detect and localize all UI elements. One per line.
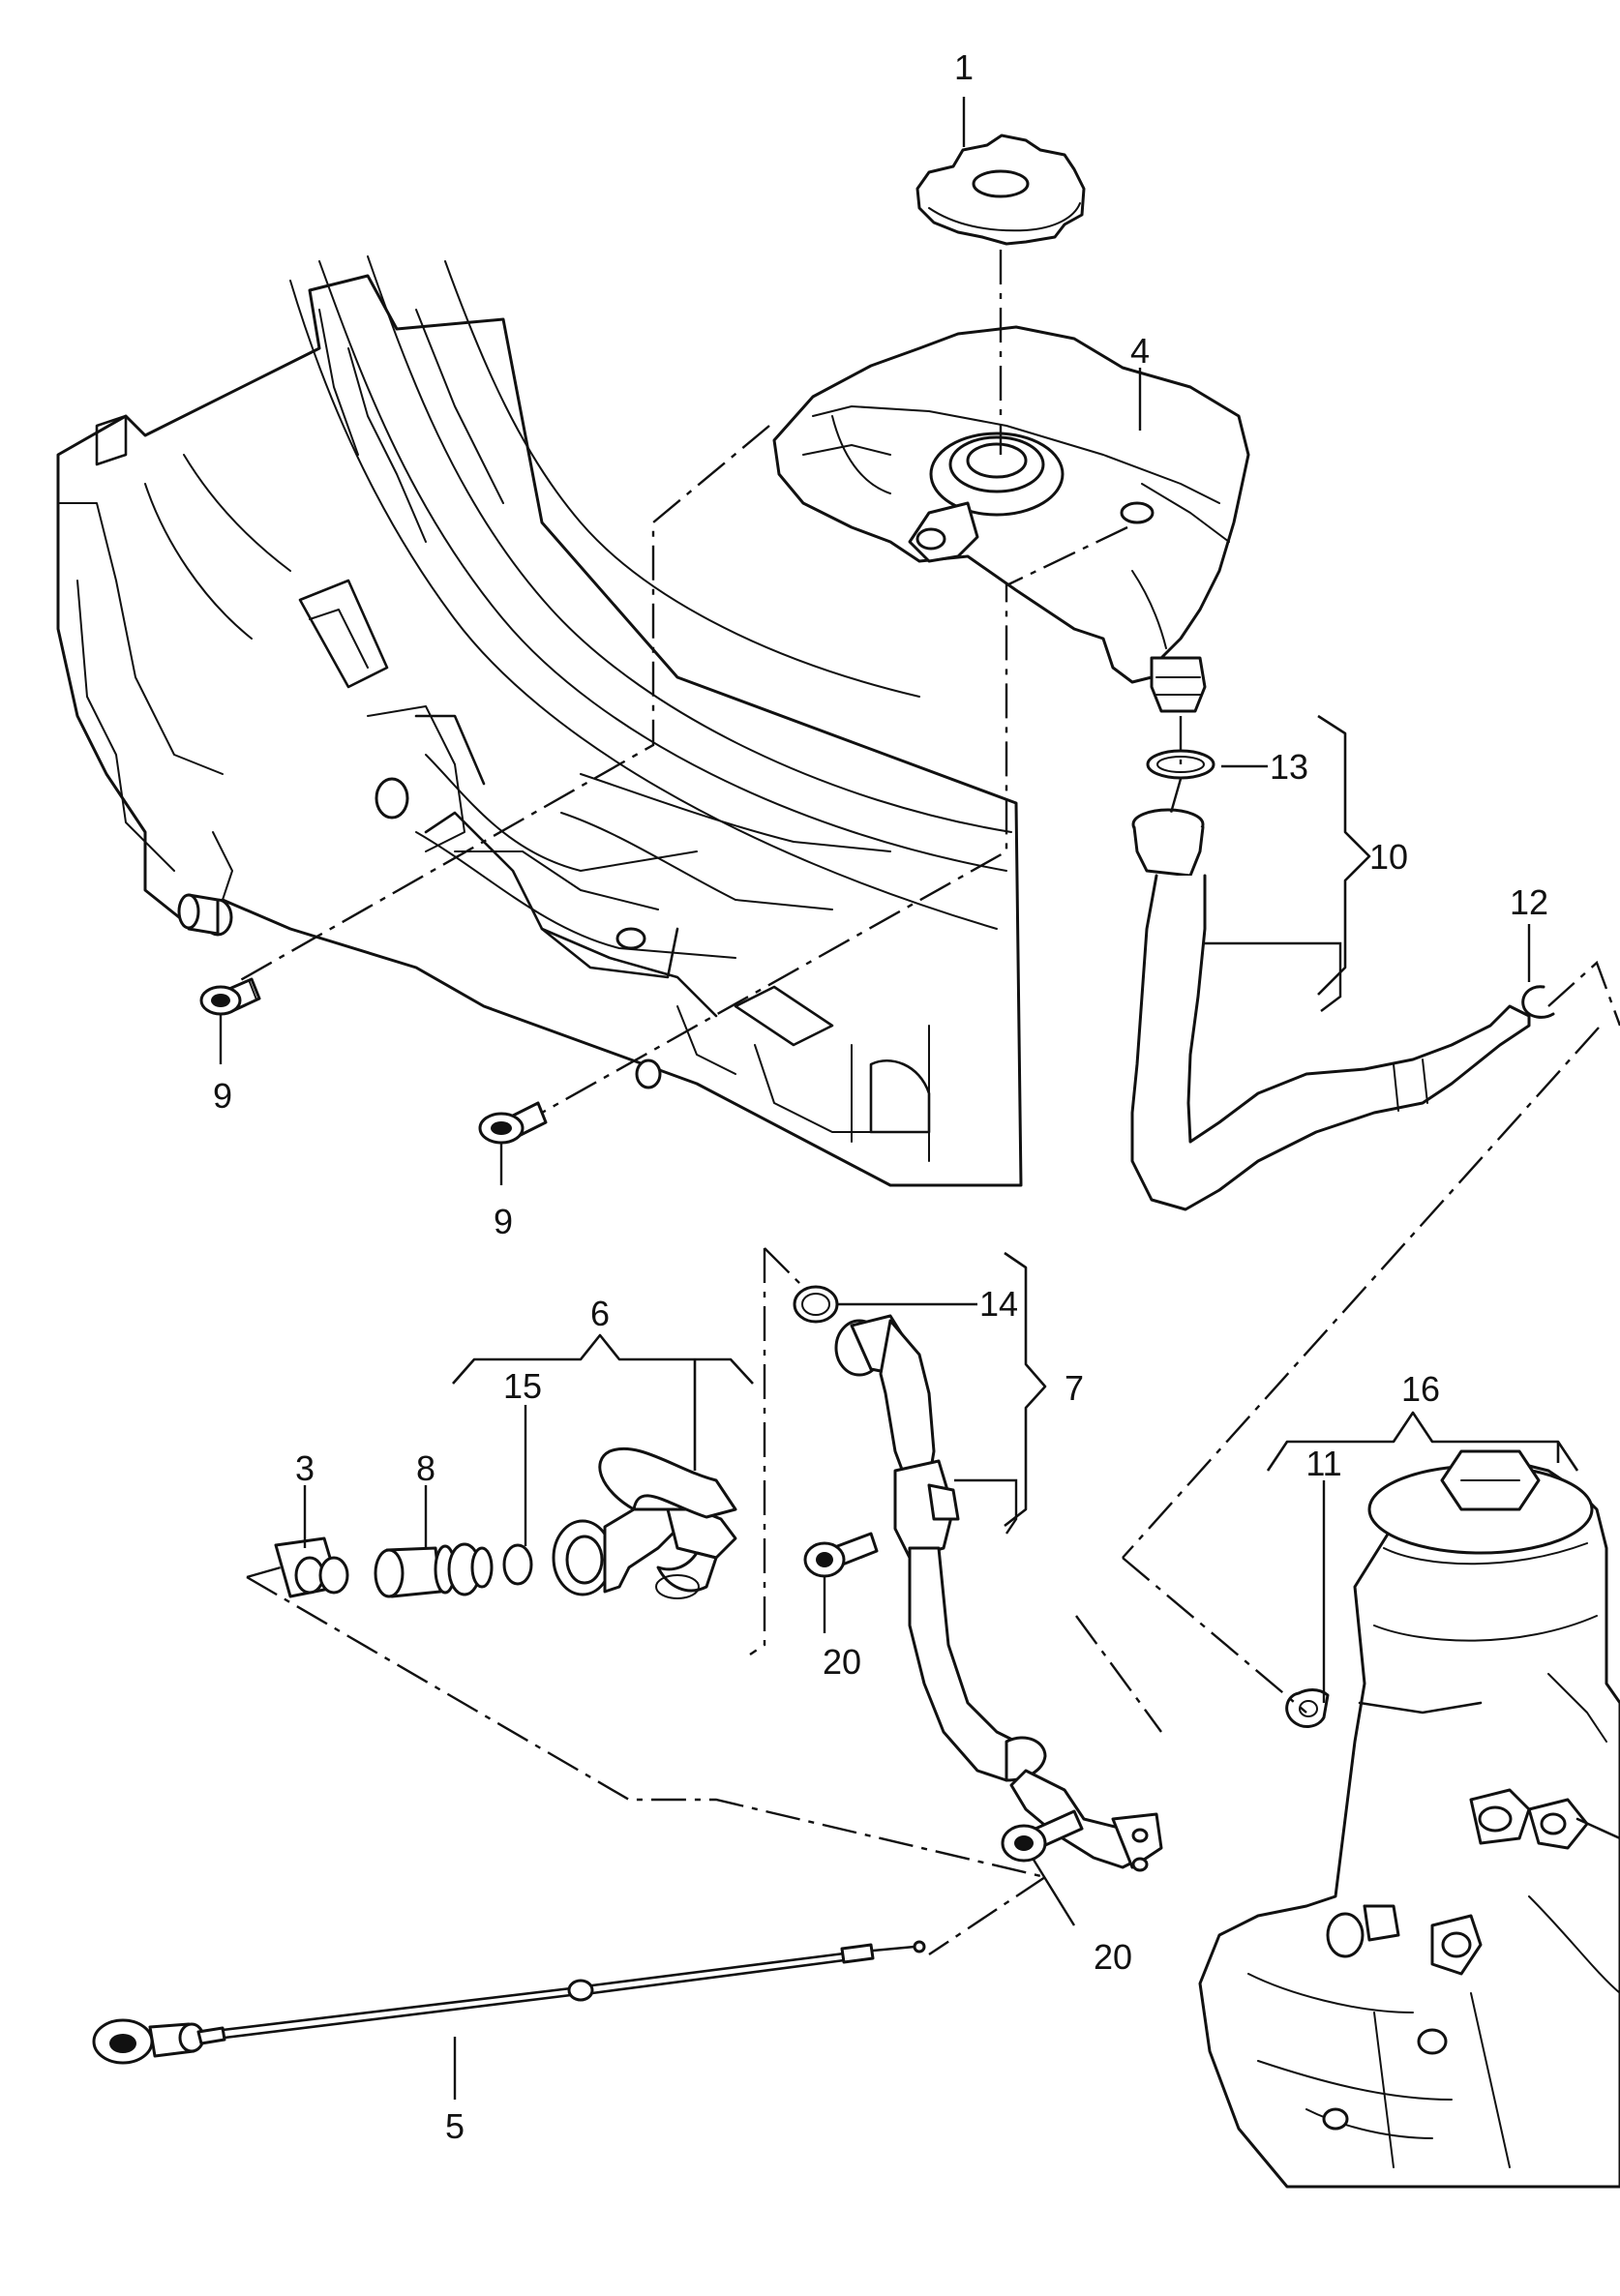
callout-8: 8 xyxy=(416,1448,435,1488)
clamp-12 xyxy=(1521,985,1555,1019)
o-ring-15 xyxy=(502,1543,533,1586)
callout-5: 5 xyxy=(445,2106,465,2146)
callout-6: 6 xyxy=(590,1294,610,1333)
alignment-lines xyxy=(236,250,1620,1955)
clip-11 xyxy=(1285,1688,1330,1728)
o-ring-14 xyxy=(793,1285,839,1324)
pressure-hose-7 xyxy=(834,1314,1163,1872)
callout-10: 10 xyxy=(1369,837,1408,877)
reservoir-cap xyxy=(915,134,1086,246)
screw-9-right xyxy=(478,1101,548,1145)
callout-15: 15 xyxy=(503,1366,542,1406)
callout-16: 16 xyxy=(1401,1369,1440,1409)
screw-20-lower xyxy=(1001,1809,1084,1863)
body-panel-structure xyxy=(56,255,1023,1187)
callout-9-right: 9 xyxy=(494,1202,513,1241)
screw-20-upper xyxy=(803,1532,879,1578)
dipstick-5 xyxy=(92,1940,926,2065)
power-steering-pump-16 xyxy=(1198,1449,1620,2189)
grommet-3 xyxy=(274,1536,349,1598)
callout-1: 1 xyxy=(954,47,974,87)
leader-lines xyxy=(219,97,1531,2100)
callout-14: 14 xyxy=(979,1284,1018,1324)
callout-9-left: 9 xyxy=(213,1076,232,1116)
nozzle-8 xyxy=(374,1542,494,1598)
reservoir-tank xyxy=(772,325,1250,713)
callout-4: 4 xyxy=(1130,331,1150,371)
callout-labels: 1 4 13 10 12 9 9 6 15 3 8 14 7 16 11 20 … xyxy=(213,47,1548,2146)
screw-9-left xyxy=(199,977,261,1016)
callout-20-lower: 20 xyxy=(1094,1937,1132,1977)
return-hose-10 xyxy=(1130,808,1531,1211)
braces xyxy=(452,714,1579,1528)
callout-11: 11 xyxy=(1305,1444,1341,1483)
hose-6 xyxy=(552,1446,737,1599)
callout-7: 7 xyxy=(1065,1368,1084,1408)
callout-20-upper: 20 xyxy=(823,1642,861,1682)
callout-3: 3 xyxy=(295,1448,315,1488)
callout-13: 13 xyxy=(1270,747,1308,787)
callout-12: 12 xyxy=(1510,882,1548,922)
